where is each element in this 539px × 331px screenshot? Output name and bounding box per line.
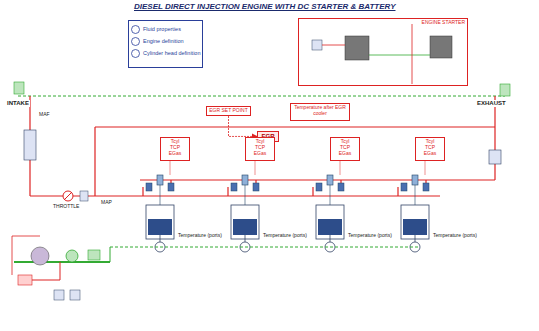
port-label: INTAKE: [6, 100, 30, 107]
definition-icon: [131, 49, 140, 58]
cooler-temp-box-text: Temperature after EGR cooler: [293, 105, 347, 117]
signal-label: MAP: [100, 200, 113, 206]
setpoint-box-text: EGR SET POINT: [209, 108, 248, 114]
starter-panel: ENGINE STARTER: [298, 18, 468, 86]
definition-label: Fluid properties: [143, 26, 181, 32]
sensor-box: TcylTCPEGas: [245, 137, 275, 161]
definition-label: Engine definition: [143, 38, 184, 44]
sensor-box: TcylTCPEGas: [160, 137, 190, 161]
sensor-box-text: EGas: [163, 151, 187, 157]
sensor-label: Temperature (ports): [262, 233, 308, 239]
sensor-box: TcylTCPEGas: [415, 137, 445, 161]
sensor-box-text: EGas: [418, 151, 442, 157]
starter-panel-text: ENGINE STARTER: [301, 20, 465, 26]
cooler-temp-box: Temperature after EGR cooler: [290, 103, 350, 121]
sensor-box-text: EGas: [333, 151, 357, 157]
port-label: EXHAUST: [476, 100, 507, 107]
sensor-label: Temperature (ports): [432, 233, 478, 239]
definition-label: Cylinder head definition: [143, 50, 200, 56]
definition-row: Engine definition: [131, 37, 200, 46]
component-label: THROTTLE: [52, 204, 80, 210]
sensor-label: Temperature (ports): [347, 233, 393, 239]
signal-label: MAF: [38, 112, 51, 118]
definition-panel: Fluid propertiesEngine definitionCylinde…: [128, 20, 203, 68]
sensor-box-text: EGas: [248, 151, 272, 157]
definition-row: Cylinder head definition: [131, 49, 200, 58]
sensor-label: Temperature (ports): [177, 233, 223, 239]
definition-row: Fluid properties: [131, 25, 200, 34]
setpoint-box: EGR SET POINT: [206, 106, 251, 116]
signal-connector: [229, 116, 258, 136]
sensor-box: TcylTCPEGas: [330, 137, 360, 161]
definition-icon: [131, 37, 140, 46]
diagram-title: DIESEL DIRECT INJECTION ENGINE WITH DC S…: [133, 3, 397, 12]
definition-icon: [131, 25, 140, 34]
